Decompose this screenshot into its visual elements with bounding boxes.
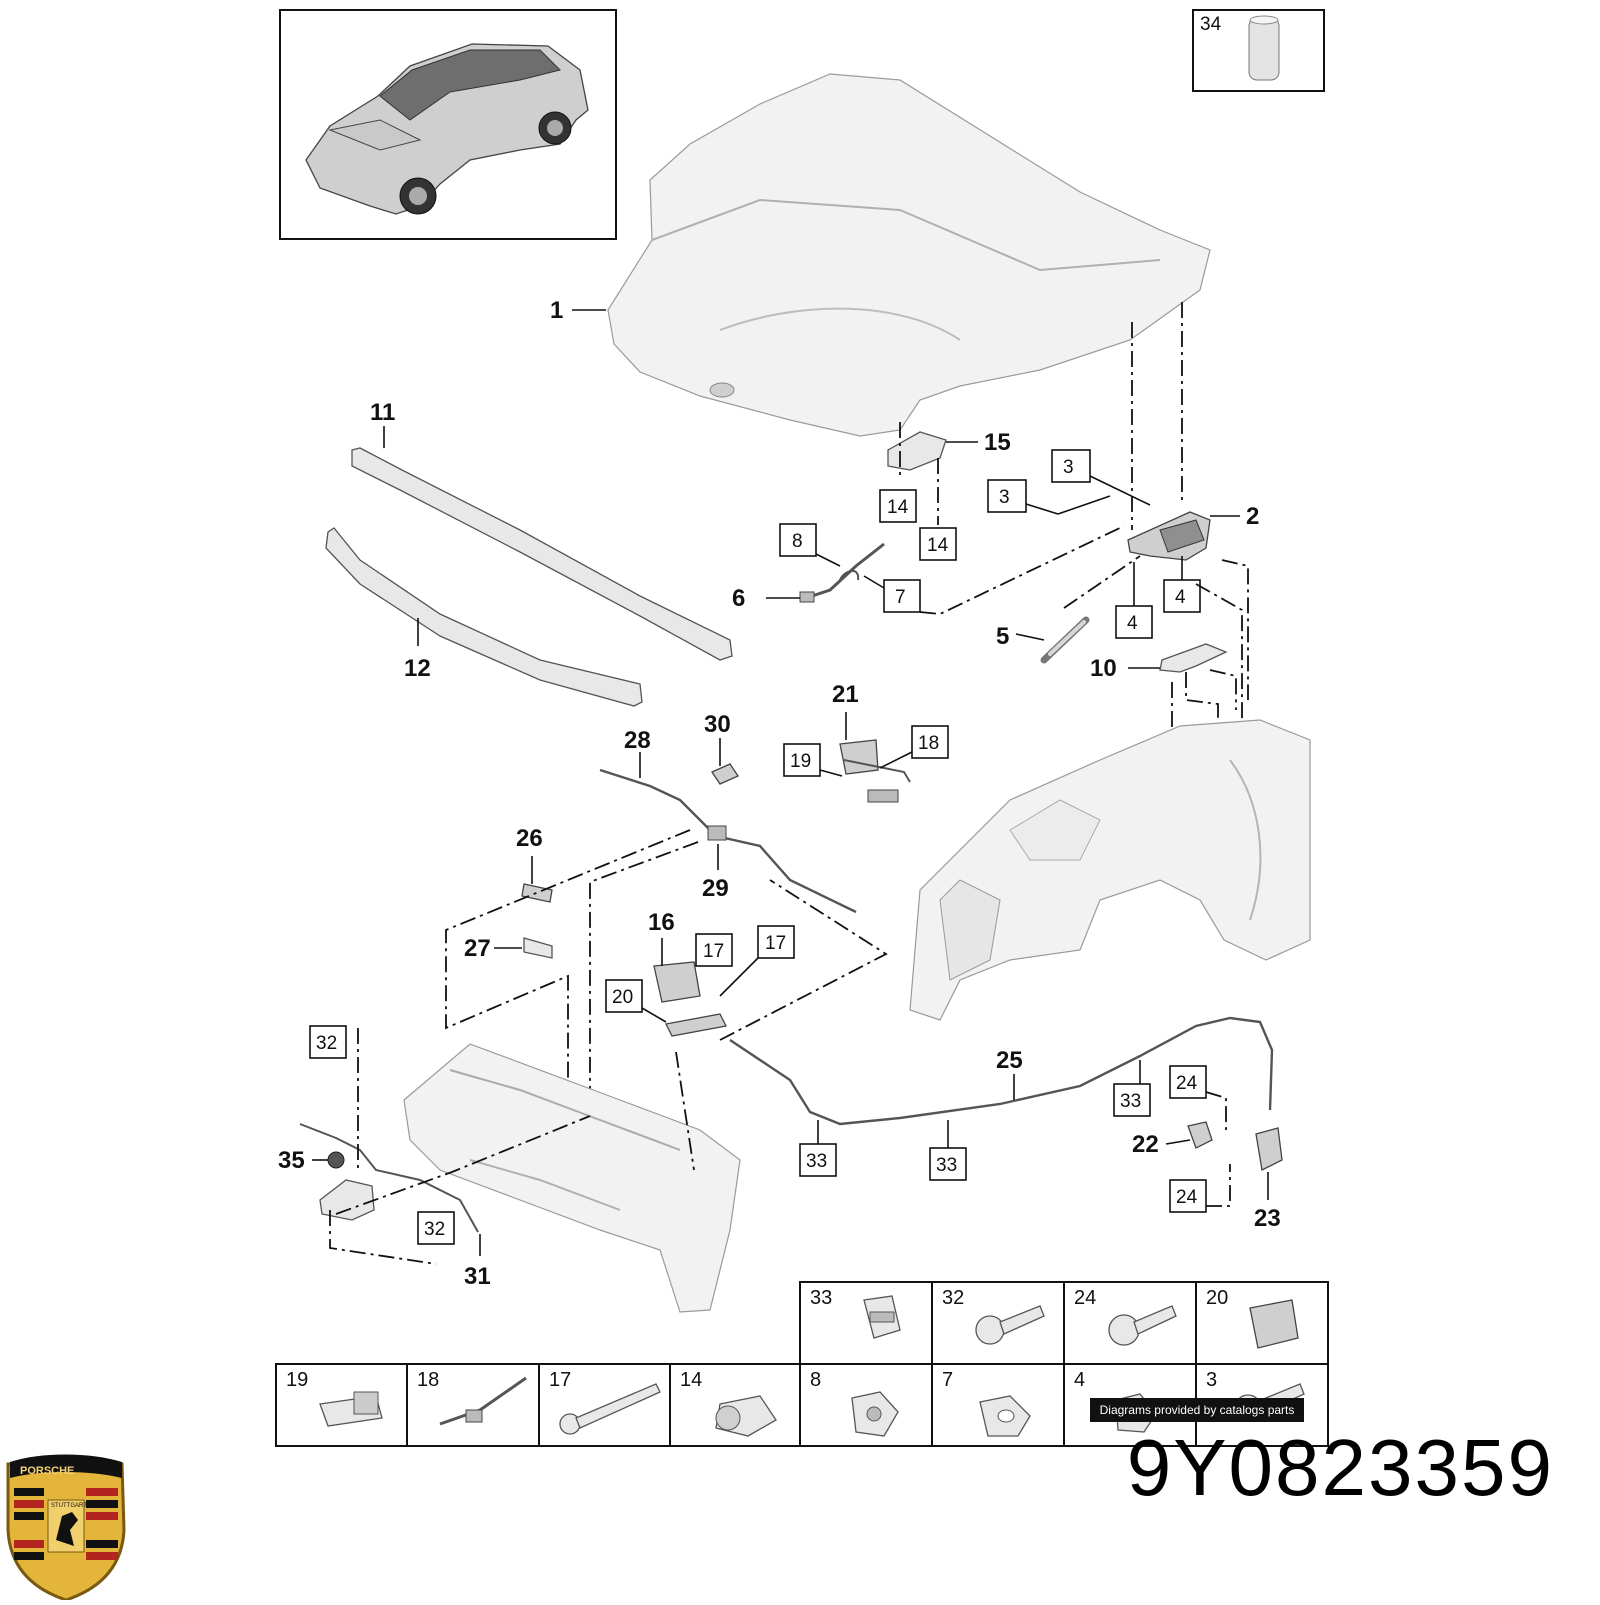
callout-26: 26	[516, 825, 543, 852]
front-carrier	[403, 1043, 741, 1313]
bracket-10	[1159, 643, 1228, 673]
clip-26	[521, 883, 553, 903]
table-cell-32: 32	[942, 1287, 964, 1309]
bolt-24-icon	[1108, 1305, 1177, 1346]
table-cell-8: 8	[810, 1369, 821, 1391]
boxed-label-19: 19	[790, 751, 811, 772]
boxed-label-33a: 33	[1120, 1091, 1141, 1112]
bracket-20-icon	[1249, 1299, 1299, 1349]
callout-6: 6	[732, 585, 745, 612]
callout-15: 16	[648, 909, 675, 936]
boxed-label-33c: 33	[936, 1155, 957, 1176]
logo-city-text: STUTTGART	[51, 1503, 87, 1509]
callout-10: 10	[1090, 655, 1117, 682]
boxed-label-17b: 17	[765, 933, 786, 954]
part-number: 9Y0823359	[1126, 1423, 1554, 1512]
bolt-32-icon	[975, 1305, 1045, 1345]
table-cell-3: 3	[1206, 1369, 1217, 1391]
table-cell-20: 20	[1206, 1287, 1228, 1309]
boxed-label-32b: 32	[424, 1219, 445, 1240]
boxed-label-14a: 14	[887, 497, 909, 518]
boxed-label-17a: 17	[703, 941, 724, 962]
boxed-label-7: 7	[895, 587, 906, 608]
cable-28-29	[599, 763, 857, 914]
hood-panel	[607, 73, 1211, 437]
table-cell-14: 14	[680, 1369, 702, 1391]
boxed-label-32a: 32	[316, 1033, 337, 1054]
table-cell-19: 19	[286, 1369, 308, 1391]
strut-5	[1040, 616, 1090, 664]
boxed-label-18: 18	[918, 733, 939, 754]
callout-31: 31	[464, 1263, 491, 1290]
callout-28: 28	[624, 727, 651, 754]
callout-16: 21	[832, 681, 859, 708]
table-cell-17: 17	[549, 1369, 571, 1391]
boxed-label-4b: 4	[1127, 613, 1138, 634]
washer-7-icon	[979, 1395, 1031, 1437]
lock-31-35	[299, 1123, 479, 1233]
cable-6	[799, 542, 885, 603]
bolt-17-icon	[559, 1383, 661, 1435]
credit-label: Diagrams provided by catalogs parts	[1090, 1398, 1304, 1422]
boxed-label-4a: 4	[1175, 587, 1186, 608]
table-cell-24: 24	[1074, 1287, 1096, 1309]
callout-5: 5	[996, 623, 1009, 650]
body-fender	[909, 719, 1311, 1021]
lock-16	[839, 739, 911, 803]
callout-29: 29	[702, 875, 729, 902]
boxed-label-8: 8	[792, 531, 803, 552]
boxed-label-3b: 3	[999, 487, 1010, 508]
boxed-label-3a: 3	[1063, 457, 1074, 478]
seal-21	[351, 447, 733, 661]
nut-14-icon	[715, 1395, 777, 1437]
bracket-22	[1187, 1121, 1213, 1149]
callout-22: 22	[1132, 1131, 1159, 1158]
clip-27	[523, 937, 553, 959]
callout-23: 23	[1254, 1205, 1281, 1232]
table-cell-18: 18	[417, 1369, 439, 1391]
boxed-label-34: 34	[1200, 14, 1222, 35]
boxed-label-24a: 24	[1176, 1073, 1198, 1094]
cable-18-icon	[439, 1376, 527, 1426]
seal-11	[325, 527, 643, 707]
table-cell-4: 4	[1074, 1369, 1085, 1391]
cable-25	[719, 879, 1274, 1126]
nut-8-icon	[851, 1391, 899, 1437]
table-cell-7: 7	[942, 1369, 953, 1391]
callout-25: 25	[996, 1047, 1023, 1074]
bracket-12	[887, 431, 947, 471]
boxed-label-24b: 24	[1176, 1187, 1198, 1208]
lock-15	[653, 961, 727, 1037]
logo-brand-text: PORSCHE	[20, 1465, 74, 1477]
callout-1: 1	[550, 297, 563, 324]
callout-35: 35	[278, 1147, 305, 1174]
clip-33-icon	[863, 1295, 901, 1339]
hardware-table: 33 32 24 20 19 18 17 14 8 7 4 3	[275, 1281, 1329, 1447]
clip-19-icon	[319, 1391, 383, 1427]
table-cell-33: 33	[810, 1287, 832, 1309]
callout-2: 2	[1246, 503, 1259, 530]
vehicle-thumbnail	[279, 9, 617, 240]
callout-30: 30	[704, 711, 731, 738]
item-34-box: 34	[1192, 9, 1325, 92]
boxed-label-33b: 33	[806, 1151, 827, 1172]
lock-23	[1255, 1127, 1283, 1171]
porsche-logo: PORSCHE STUTTGART	[6, 1454, 126, 1602]
boxed-label-14b: 14	[927, 535, 949, 556]
hinge-2	[1127, 511, 1211, 561]
callout-21: 11	[370, 399, 395, 426]
callout-11: 12	[404, 655, 431, 682]
callout-27: 27	[464, 935, 491, 962]
boxed-label-20: 20	[612, 987, 633, 1008]
callout-12: 15	[984, 429, 1011, 456]
